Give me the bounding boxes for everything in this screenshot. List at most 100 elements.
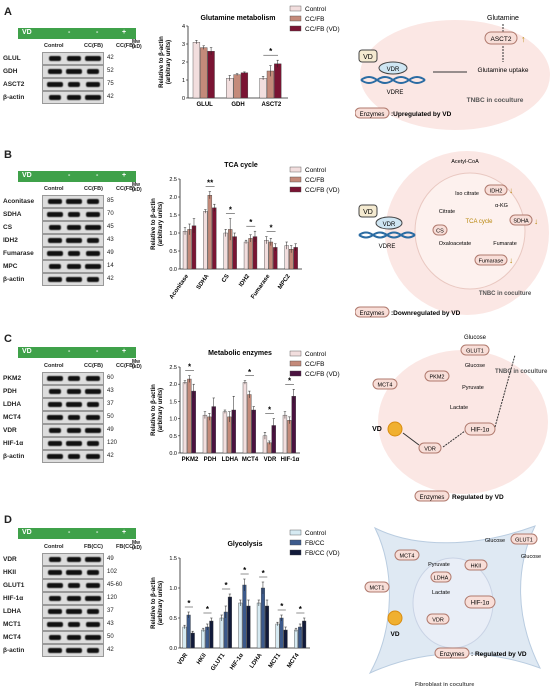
- protein-label: LDHA: [3, 608, 22, 615]
- band: [67, 264, 81, 269]
- legend-enzymes-box: [355, 107, 390, 119]
- bar: [182, 230, 188, 270]
- legend-enzymes-label: Enzymes: [360, 311, 385, 317]
- glut1-label: GLUT1: [466, 349, 484, 355]
- lane-label: CC(FB): [116, 363, 135, 369]
- blot-image: [42, 234, 104, 247]
- bar: [205, 626, 210, 649]
- arrow: [494, 354, 516, 428]
- bar: [223, 232, 228, 270]
- bar: [212, 207, 217, 270]
- y-axis-label: Relative to β-actin(arbitrary units): [159, 36, 172, 88]
- legend-label: FB/CC: [305, 540, 325, 547]
- sign-3: +: [122, 348, 127, 355]
- legend-enzymes-label: Enzymes: [420, 495, 445, 501]
- legend-label: FB/CC (VD): [305, 550, 340, 557]
- vd-treatment-bar: VD - - +: [18, 171, 136, 182]
- chart-title: TCA cycle: [224, 162, 258, 169]
- y-tick-label: 1.0: [169, 417, 177, 423]
- molecular-weight: 120: [107, 440, 118, 446]
- vd-label: VD: [363, 54, 373, 61]
- x-tick-label: MCT4: [286, 652, 301, 669]
- protein-label: PDH: [3, 388, 17, 395]
- y-tick-label: 2: [182, 60, 185, 66]
- pkm2-label: PKM2: [430, 375, 445, 381]
- band: [47, 82, 63, 87]
- vd-box: [358, 204, 378, 218]
- band: [85, 557, 101, 562]
- y-tick-label: 1.0: [169, 231, 177, 237]
- band: [68, 251, 80, 256]
- band: [47, 251, 63, 256]
- band: [49, 389, 61, 394]
- significance-label: *: [229, 206, 233, 215]
- band: [87, 402, 99, 407]
- sign-1: -: [68, 29, 71, 36]
- akg-label: α-KG: [495, 203, 508, 209]
- idh2-label: IDH2: [490, 189, 503, 195]
- pkm2-box: [424, 370, 450, 382]
- arrow: [442, 430, 466, 448]
- bar: [279, 617, 284, 649]
- vdr-label: VDR: [387, 67, 400, 73]
- vd-label: VD: [390, 631, 399, 638]
- x-tick-label: PDH: [204, 457, 217, 463]
- vd-label: VD: [363, 209, 373, 216]
- bar: [246, 605, 251, 649]
- bar: [187, 378, 192, 454]
- bar: [264, 239, 269, 270]
- significance-label: *: [206, 605, 210, 614]
- significance-label: *: [269, 47, 273, 56]
- protein-label: β-actin: [3, 276, 25, 283]
- molecular-weight: 43: [107, 621, 114, 627]
- protein-label: VDR: [3, 427, 17, 434]
- band: [86, 454, 100, 459]
- schematic-d: MCT4 Glucose GLUT1 Glucose HKII Pyruvate…: [364, 525, 541, 688]
- bar: [251, 409, 256, 454]
- pyruvate-label: Pyruvate: [462, 385, 484, 391]
- legend-enzymes-label: Enzymes: [360, 112, 385, 118]
- legend-swatch: [289, 370, 302, 377]
- band: [48, 277, 62, 282]
- y-tick-label: 1.0: [169, 586, 177, 592]
- ldha-box: [430, 571, 452, 583]
- down-arrow-icon: ↓: [509, 186, 513, 195]
- bar: [209, 620, 214, 649]
- bar: [265, 605, 270, 649]
- lane-label: CC(FB): [84, 363, 103, 369]
- significance-label: *: [288, 376, 292, 385]
- blot-image: [42, 566, 104, 579]
- blot-image: [42, 195, 104, 208]
- y-tick-label: 2.0: [169, 195, 177, 201]
- band: [67, 56, 81, 61]
- bar: [238, 602, 243, 649]
- mw-header: Mw (kD): [132, 540, 142, 551]
- bar: [191, 390, 196, 454]
- pyruvate-label: Pyruvate: [428, 562, 450, 568]
- x-tick-label: IDH2: [238, 273, 251, 288]
- sign-1: -: [68, 348, 71, 355]
- mct4-label: MCT4: [378, 383, 393, 389]
- bar: [298, 626, 303, 649]
- vd-label: VD: [22, 172, 32, 179]
- x-tick-label: Fumarase: [250, 273, 272, 300]
- band: [48, 570, 62, 575]
- legend-swatch: [289, 176, 302, 183]
- vd-treatment-bar: VD - - +: [18, 347, 136, 358]
- y-tick-label: 2.5: [169, 177, 177, 183]
- band: [68, 622, 80, 627]
- band: [87, 570, 99, 575]
- band: [66, 609, 82, 614]
- significance-label: *: [299, 605, 303, 614]
- molecular-weight: 49: [107, 556, 114, 562]
- molecular-weight: 85: [107, 198, 114, 204]
- blot-image: [42, 618, 104, 631]
- down-arrow-icon: ↓: [534, 217, 538, 226]
- molecular-weight: 50: [107, 414, 114, 420]
- significance-label: *: [224, 581, 228, 590]
- molecular-weight: 42: [107, 94, 114, 100]
